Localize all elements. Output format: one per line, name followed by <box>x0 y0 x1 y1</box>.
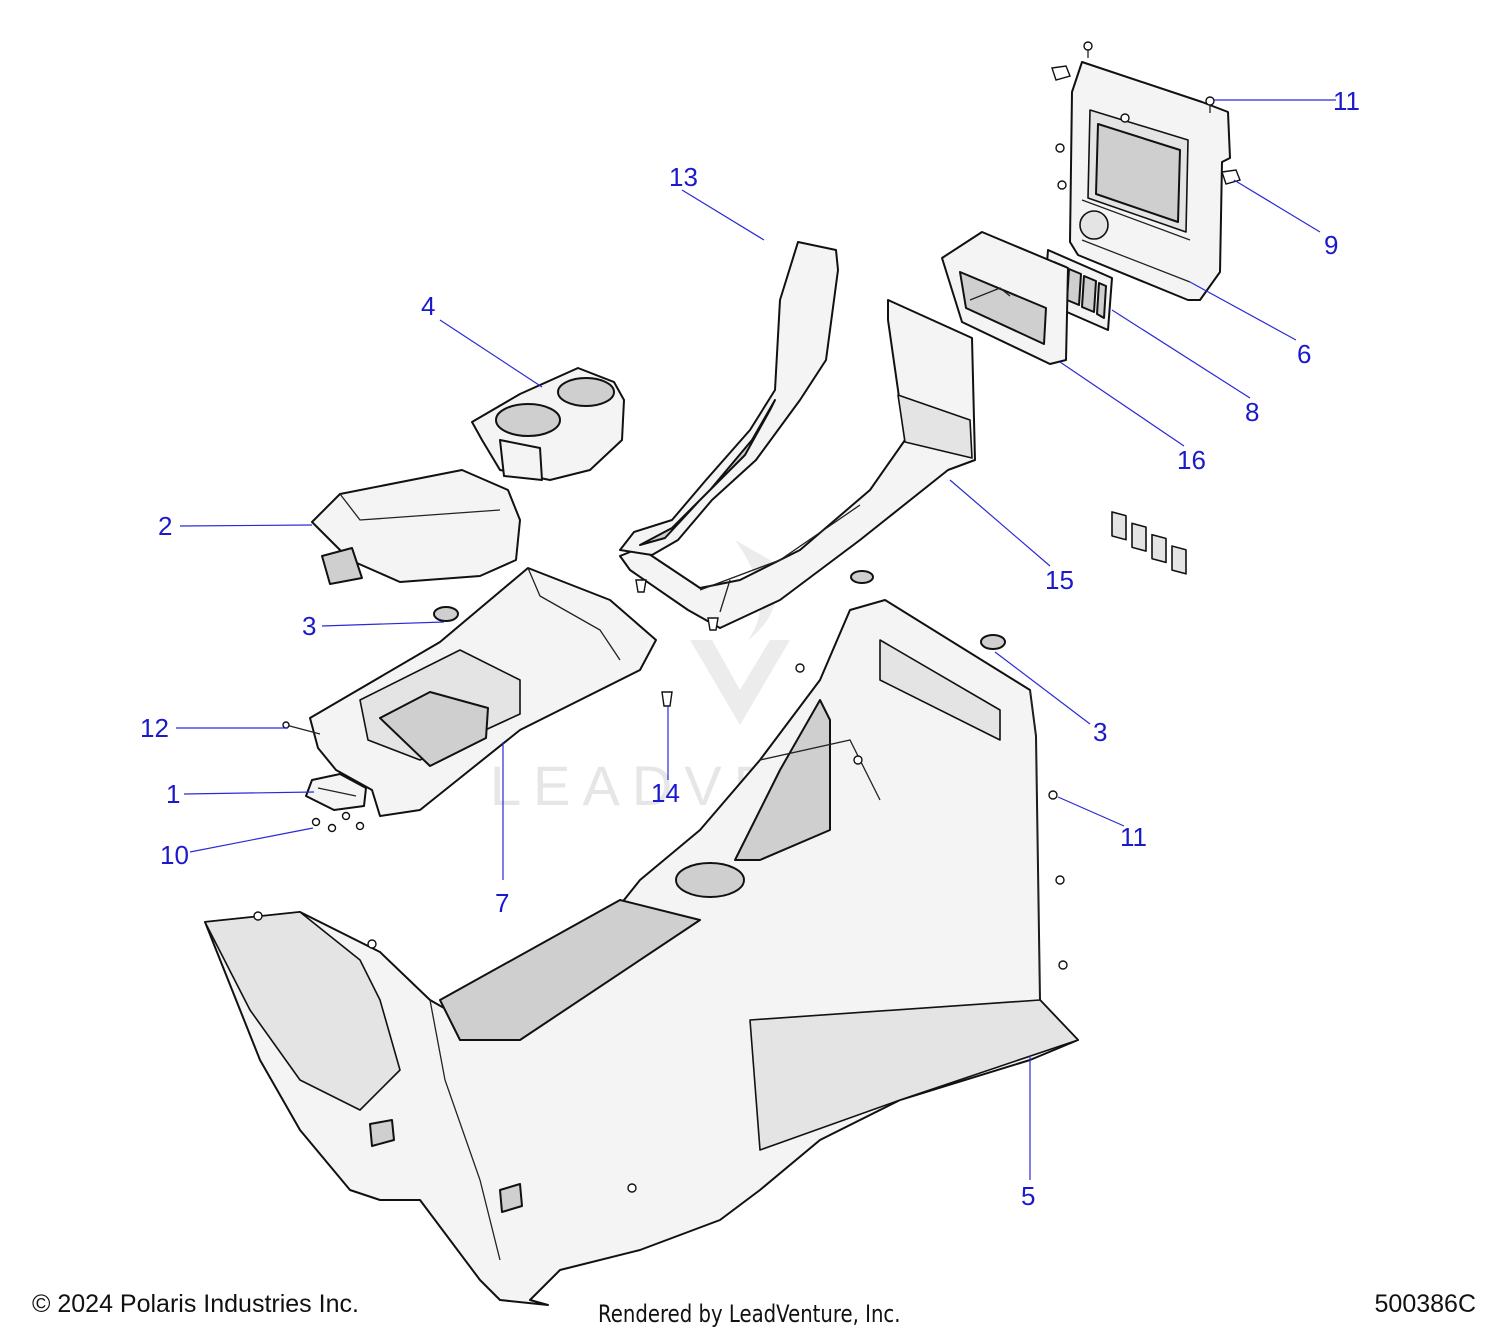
callout-13[interactable]: 13 <box>669 162 698 192</box>
callout-7[interactable]: 7 <box>495 888 509 918</box>
part-1-latch-bracket[interactable] <box>305 773 367 811</box>
callout-15[interactable]: 15 <box>1045 565 1074 595</box>
callout-3-grommet-right[interactable]: 3 <box>1093 717 1107 747</box>
leader-lines <box>176 99 1336 1180</box>
part-11-side-screws[interactable] <box>1048 790 1068 970</box>
part-11-screw[interactable] <box>1055 41 1215 190</box>
part-13-console-side-trim[interactable] <box>619 241 839 556</box>
callout-8[interactable]: 8 <box>1245 397 1259 427</box>
part-14-push-clip[interactable] <box>635 579 719 707</box>
callout-14[interactable]: 14 <box>651 778 680 808</box>
part-7-console-bin[interactable] <box>309 567 657 817</box>
callout-3-grommet-left[interactable]: 3 <box>302 611 316 641</box>
callout-10[interactable]: 10 <box>160 840 189 870</box>
part-15-console-trim[interactable] <box>619 299 976 629</box>
part-4-cup-holder[interactable] <box>471 367 625 481</box>
callout-1[interactable]: 1 <box>166 779 180 809</box>
callout-11-side[interactable]: 11 <box>1120 822 1147 852</box>
part-2-armrest-lid[interactable] <box>311 469 521 585</box>
diagram-number: 500386C <box>1374 1290 1476 1318</box>
callout-12[interactable]: 12 <box>140 713 169 743</box>
callout-6[interactable]: 6 <box>1297 339 1311 369</box>
callout-16[interactable]: 16 <box>1177 445 1206 475</box>
callout-11-top[interactable]: 11 <box>1333 86 1360 116</box>
part-16-bezel-frame[interactable] <box>941 231 1069 365</box>
copyright-notice: © 2024 Polaris Industries Inc. <box>32 1290 359 1318</box>
callout-2[interactable]: 2 <box>158 511 172 541</box>
part-10-screws[interactable] <box>311 811 365 833</box>
rendered-by-credit: Rendered by LeadVenture, Inc. <box>598 1300 901 1328</box>
part-5-center-console[interactable] <box>204 599 1079 1306</box>
callout-5[interactable]: 5 <box>1021 1181 1035 1211</box>
callout-9[interactable]: 9 <box>1324 230 1338 260</box>
part-3-grommet[interactable] <box>433 570 1006 650</box>
part-6-dash-panel[interactable] <box>1069 61 1231 575</box>
callout-labels: 1 2 3 3 4 5 6 7 8 9 10 11 11 12 13 14 15… <box>140 86 1360 1211</box>
console-mount-fasteners[interactable] <box>253 663 863 1193</box>
callout-4[interactable]: 4 <box>421 291 435 321</box>
